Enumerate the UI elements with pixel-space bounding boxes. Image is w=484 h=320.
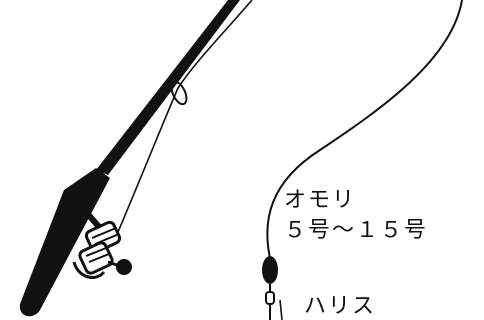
swivel <box>265 284 275 320</box>
fishing-line <box>266 0 463 259</box>
sinker-name: オモリ <box>284 188 357 213</box>
rod-line <box>117 0 253 233</box>
leader-name: ハリス <box>304 294 377 319</box>
sinker-label: オモリ ５号〜１５号 <box>284 186 428 246</box>
leader-label: ハリス <box>304 292 376 320</box>
sinker-size-range: ５号〜１５号 <box>284 218 429 243</box>
reel-stem <box>77 202 103 231</box>
fishing-rod <box>96 0 240 175</box>
sinker-weight <box>262 256 278 284</box>
spinning-reel <box>72 220 132 279</box>
line-guide <box>170 80 188 106</box>
leader-line <box>279 299 283 320</box>
rod-grip <box>19 168 111 317</box>
